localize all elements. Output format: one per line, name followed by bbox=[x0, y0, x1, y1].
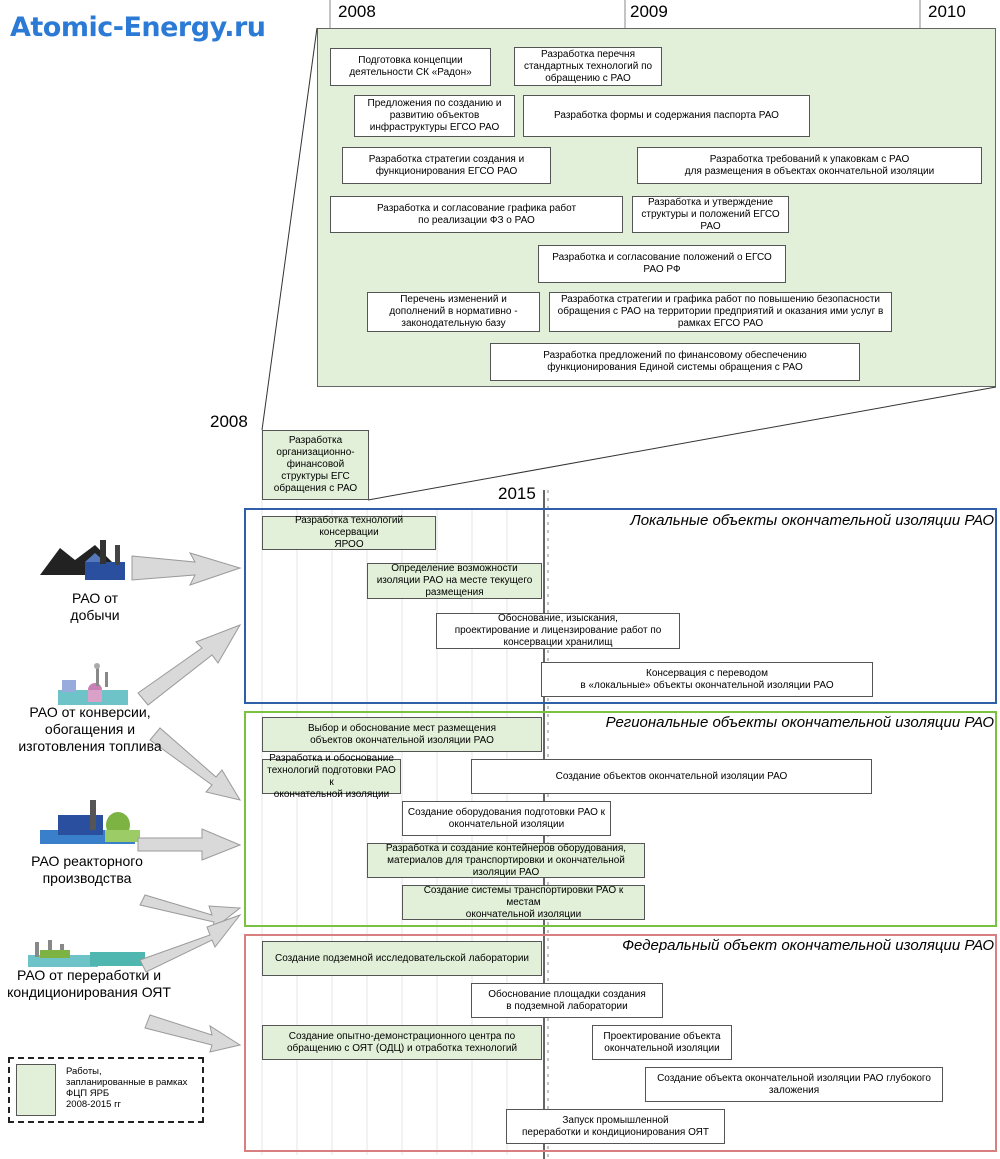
section-local-frame bbox=[244, 508, 997, 704]
source-label-conversion: РАО от конверсии, обогащения и изготовле… bbox=[18, 704, 162, 754]
legend-text: Работы, запланированные в рамках ФЦП ЯРБ… bbox=[66, 1066, 188, 1110]
top-task-infrastructure: Предложения по созданию и развитию объек… bbox=[354, 95, 515, 137]
source-label-reprocessing: РАО от переработки и кондиционирования О… bbox=[7, 967, 171, 1000]
year-2010-top: 2010 bbox=[928, 2, 966, 21]
regional-task-create-facilities: Создание объектов окончательной изоляции… bbox=[471, 759, 872, 794]
year-2008-top: 2008 bbox=[338, 2, 376, 21]
conversion-plant-icon bbox=[58, 663, 128, 705]
regional-task-preparation-tech: Разработка и обоснование технологий подг… bbox=[262, 753, 401, 800]
top-task-technologies-list: Разработка перечня стандартных технологи… bbox=[514, 47, 662, 86]
local-task-conservation-transfer: Консервация с переводом в «локальные» об… bbox=[541, 662, 873, 697]
regional-task-transport-system: Создание системы транспортировки РАО к м… bbox=[402, 885, 645, 920]
section-federal-title: Федеральный объект окончательной изоляци… bbox=[622, 937, 994, 954]
top-task-passport: Разработка формы и содержания паспорта Р… bbox=[523, 95, 810, 137]
reprocessing-plant-icon bbox=[28, 940, 145, 967]
top-task-financing: Разработка предложений по финансовому об… bbox=[490, 343, 860, 381]
top-task-radon-concept: Подготовка концепции деятельности СК «Ра… bbox=[330, 48, 491, 86]
local-task-conservation-tech: Разработка технологий консервации ЯРОО bbox=[262, 515, 436, 550]
top-task-fz-schedule: Разработка и согласование графика работ … bbox=[330, 196, 623, 233]
source-label-mining: РАО от добычи bbox=[70, 590, 120, 623]
flow-arrows bbox=[131, 552, 242, 1053]
legend-swatch bbox=[16, 1064, 56, 1116]
regional-task-equipment: Создание оборудования подготовки РАО к о… bbox=[402, 801, 611, 836]
reactor-plant-icon bbox=[40, 800, 140, 844]
top-task-egso-strategy: Разработка стратегии создания и функцион… bbox=[342, 147, 551, 184]
org-structure-task: Разработка организационно- финансовой ст… bbox=[262, 430, 369, 500]
regional-task-site-selection: Выбор и обоснование мест размещения объе… bbox=[262, 717, 542, 752]
local-task-isolation-possibility: Определение возможности изоляции РАО на … bbox=[367, 563, 542, 599]
federal-task-site-justification: Обоснование площадки создания в подземно… bbox=[471, 983, 663, 1018]
federal-task-industrial-launch: Запуск промышленной переработки и кондиц… bbox=[506, 1109, 725, 1144]
section-local-title: Локальные объекты окончательной изоляции… bbox=[630, 512, 994, 529]
year-2015: 2015 bbox=[498, 484, 536, 503]
legend-frame bbox=[8, 1057, 204, 1123]
source-label-reactor: РАО реакторного производства bbox=[31, 853, 143, 886]
top-task-legislation-changes: Перечень изменений и дополнений в нормат… bbox=[367, 292, 540, 332]
top-task-egso-regulations: Разработка и согласование положений о ЕГ… bbox=[538, 245, 786, 283]
regional-task-containers: Разработка и создание контейнеров оборуд… bbox=[367, 843, 645, 878]
top-task-safety-strategy: Разработка стратегии и графика работ по … bbox=[549, 292, 892, 332]
federal-task-design-facility: Проектирование объекта окончательной изо… bbox=[592, 1025, 732, 1060]
year-2008-left: 2008 bbox=[210, 412, 248, 431]
federal-task-deep-facility: Создание объекта окончательной изоляции … bbox=[645, 1067, 943, 1102]
local-task-design-licensing: Обоснование, изыскания, проектирование и… bbox=[436, 613, 680, 649]
section-regional-frame bbox=[244, 711, 997, 927]
federal-task-underground-lab: Создание подземной исследовательской лаб… bbox=[262, 941, 542, 976]
top-task-egso-structure: Разработка и утверждение структуры и пол… bbox=[632, 196, 789, 233]
top-task-packaging-requirements: Разработка требований к упаковкам с РАО … bbox=[637, 147, 982, 184]
section-regional-title: Региональные объекты окончательной изоля… bbox=[605, 714, 994, 731]
mining-icon bbox=[40, 540, 125, 580]
federal-task-odc: Создание опытно-демонстрационного центра… bbox=[262, 1025, 542, 1060]
section-federal-frame bbox=[244, 934, 997, 1152]
site-logo[interactable]: Atomic-Energy.ru bbox=[10, 12, 266, 43]
year-2009-top: 2009 bbox=[630, 2, 668, 21]
